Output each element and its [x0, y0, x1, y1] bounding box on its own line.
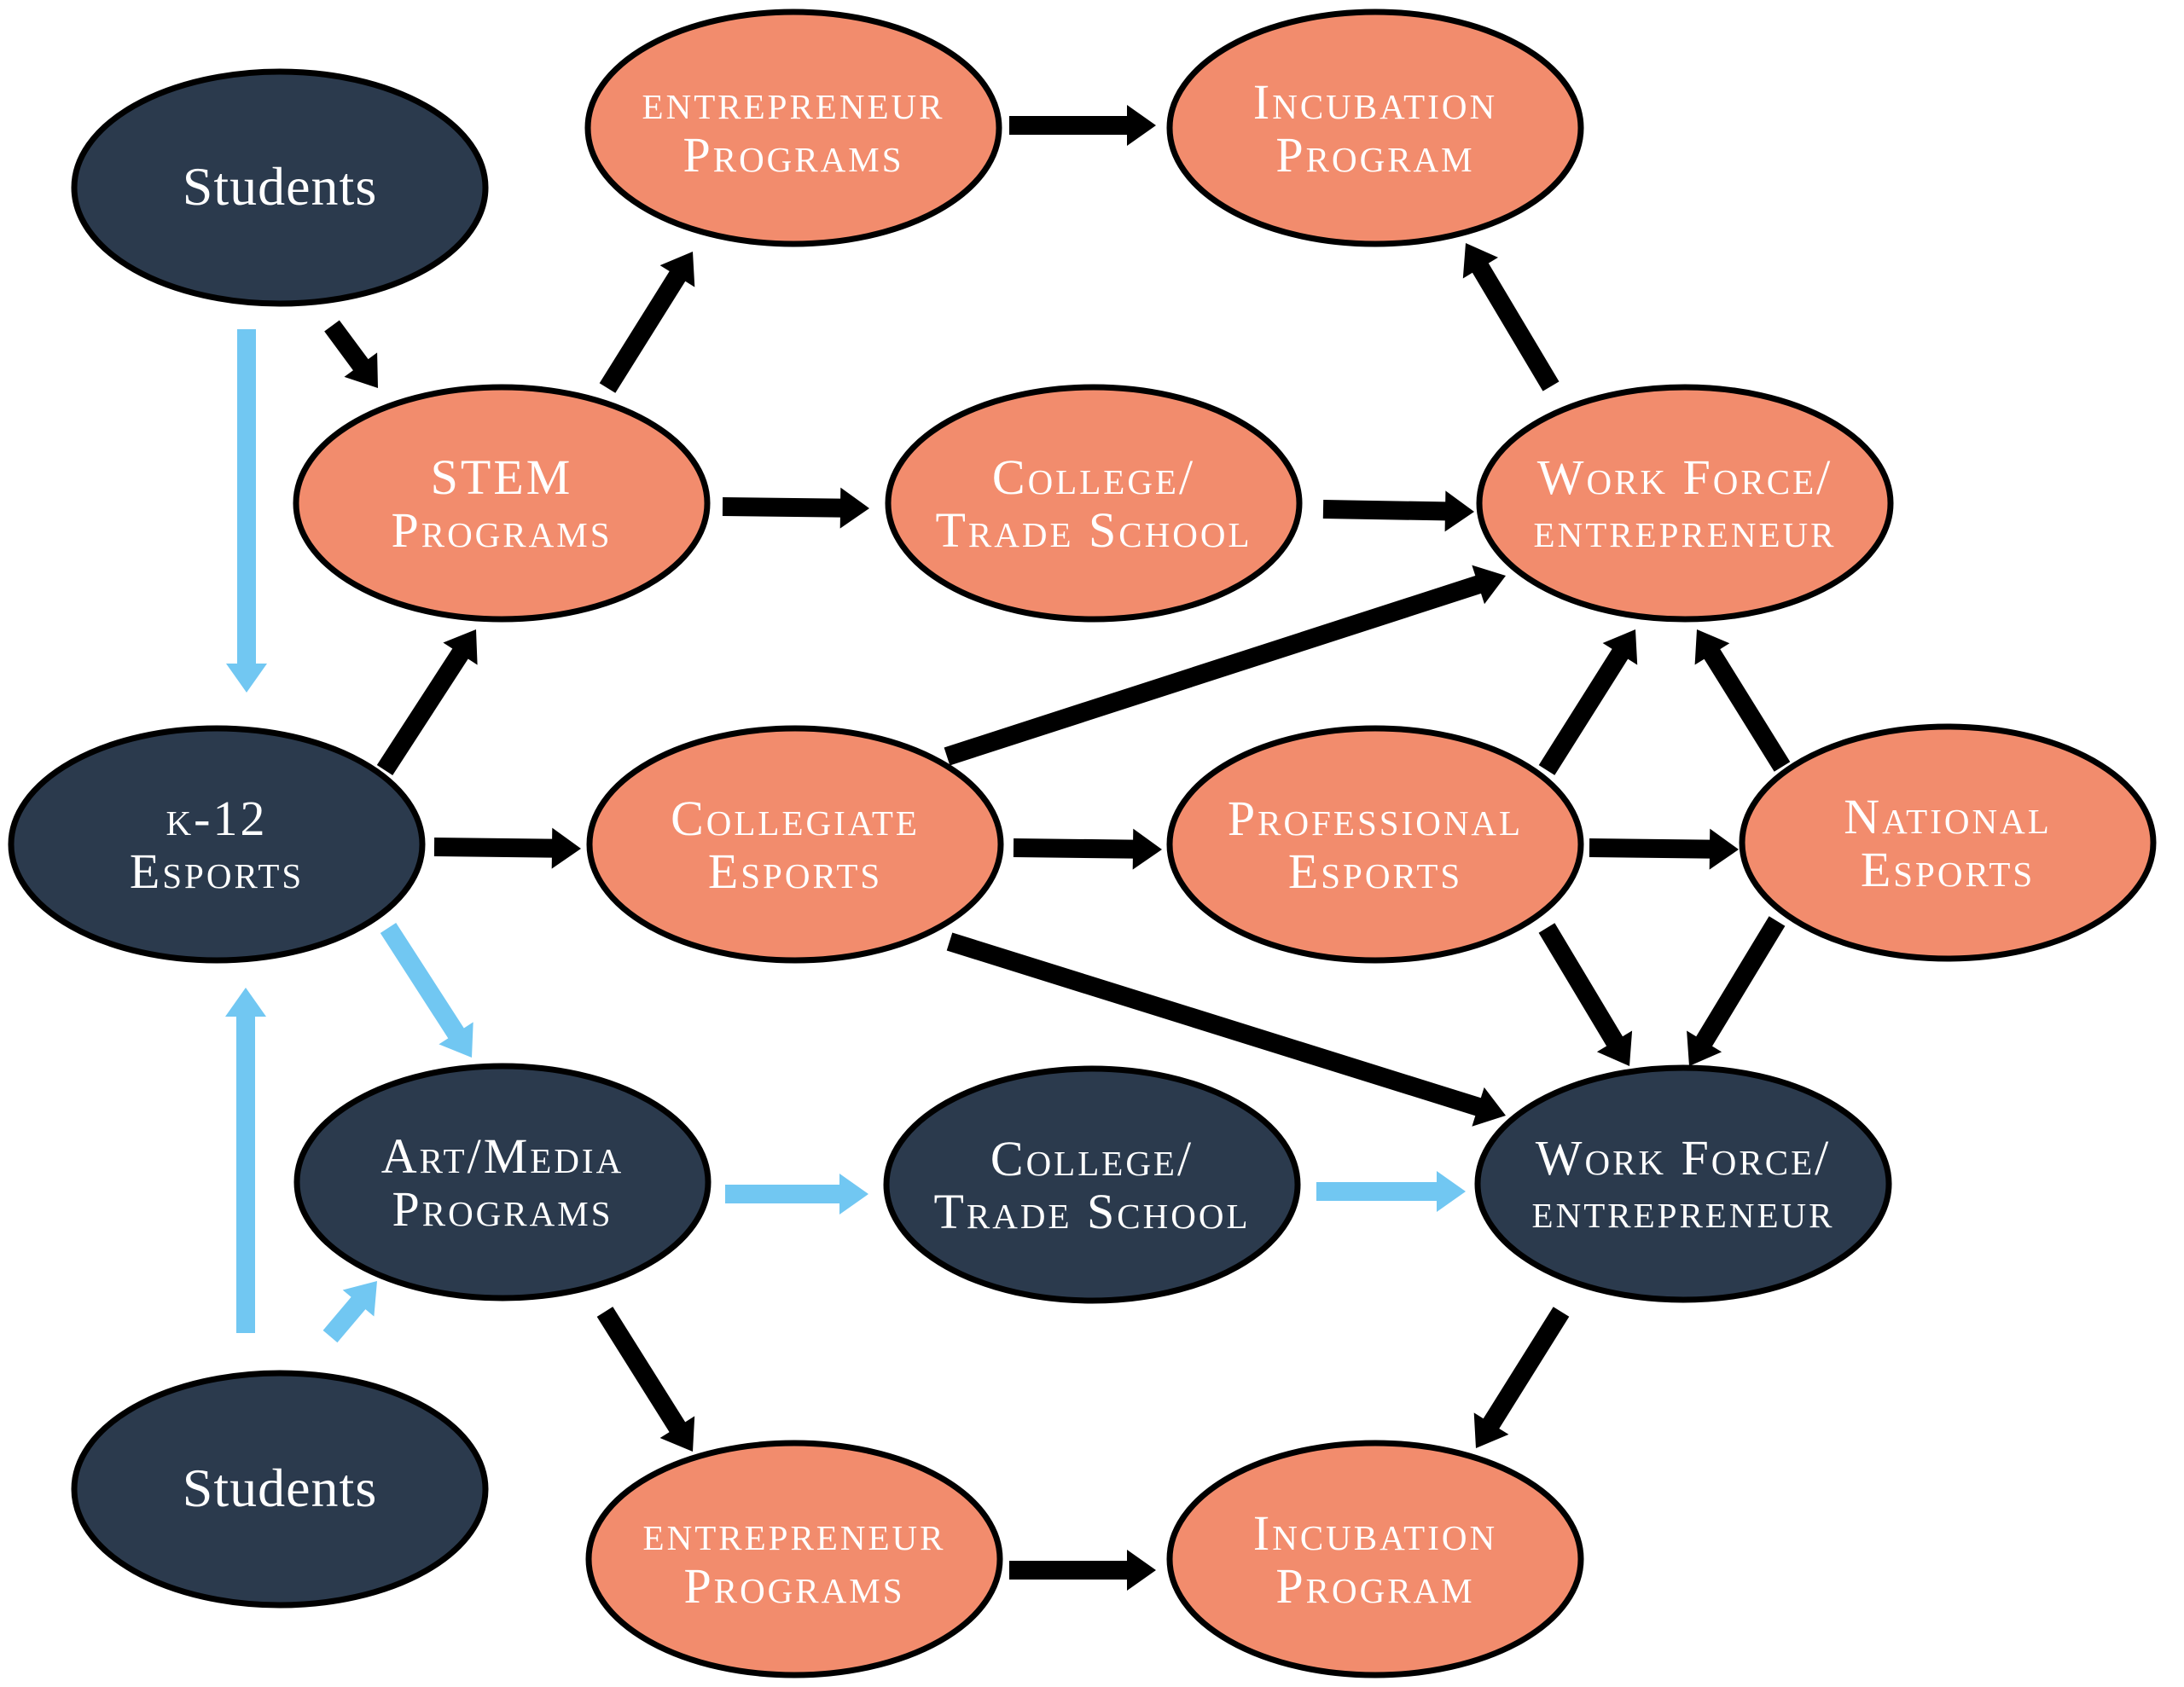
node-label: National [1844, 789, 2052, 844]
node-students-bottom: Students [71, 1370, 489, 1609]
arrow-stem-to-college-top [722, 487, 869, 529]
node-ellipse [8, 725, 426, 964]
node-label: Trade School [935, 502, 1252, 558]
arrow-entrepreneur-top-to-incubation-top [1009, 105, 1156, 146]
node-label: Esports [1288, 844, 1462, 899]
node-ellipse [1166, 9, 1584, 247]
node-ellipse [1476, 384, 1894, 623]
node-label: k-12 [166, 791, 268, 846]
node-label: Students [183, 156, 377, 217]
arrow-professional-to-national [1589, 828, 1739, 870]
node-ellipse [586, 725, 1004, 964]
arrow-stem-to-entrepreneur-top [599, 252, 695, 393]
arrow-workforce-bottom-to-incubation-bottom [1473, 1307, 1570, 1448]
arrow-college-bottom-to-workforce-bottom [1316, 1171, 1466, 1212]
node-label: entrepreneur [643, 1505, 946, 1561]
node-label: Programs [682, 127, 903, 183]
arrow-college-top-to-workforce-top [1322, 490, 1474, 532]
node-label: Esports [1861, 842, 2035, 897]
node-label: Work Force/ [1536, 1130, 1832, 1186]
node-label: Program [1275, 127, 1474, 183]
arrow-students-top-to-k12 [226, 329, 267, 693]
node-college-bottom: College/Trade School [883, 1065, 1301, 1304]
node-college-top: College/Trade School [885, 384, 1303, 623]
node-ellipse [293, 1063, 712, 1301]
arrow-workforce-top-to-incubation-top [1462, 243, 1560, 391]
node-label: Collegiate [671, 791, 920, 846]
node-ellipse [293, 384, 711, 623]
node-students-top: Students [71, 68, 489, 307]
node-label: College/ [992, 449, 1195, 505]
node-label: Students [183, 1458, 377, 1518]
arrows-layer [225, 105, 1791, 1591]
arrow-students-top-to-stem [324, 320, 378, 388]
node-ellipse [71, 68, 489, 307]
node-label: entrepreneur [1534, 502, 1837, 558]
node-ellipse [585, 1440, 1003, 1678]
arrow-professional-to-workforce-top [1538, 629, 1638, 775]
node-label: Programs [683, 1558, 904, 1614]
node-ellipse [1474, 1064, 1892, 1303]
node-label: Programs [391, 502, 612, 558]
node-label: College/ [990, 1131, 1194, 1186]
node-label: STEM [431, 449, 573, 505]
node-ellipse [584, 9, 1002, 247]
node-workforce-top: Work Force/entrepreneur [1476, 384, 1894, 623]
arrow-collegiate-to-workforce-bottom [946, 932, 1506, 1127]
node-label: Work Force/ [1537, 449, 1833, 505]
arrow-national-to-workforce-top [1694, 629, 1791, 772]
node-label: Esports [708, 844, 882, 899]
node-label: Trade School [933, 1184, 1250, 1239]
arrow-national-to-workforce-bottom [1687, 916, 1786, 1066]
node-ellipse [885, 384, 1303, 623]
node-workforce-bottom: Work Force/entrepreneur [1474, 1064, 1892, 1303]
arrow-entrepreneur-bottom-to-incubation-bottom [1009, 1550, 1156, 1591]
node-label: Art/Media [381, 1128, 624, 1184]
arrow-k12-to-art-media [380, 923, 473, 1058]
arrow-collegiate-to-professional [1013, 828, 1162, 870]
arrow-art-media-to-entrepreneur-bottom [596, 1307, 695, 1452]
node-label: Program [1275, 1558, 1474, 1614]
node-label: entrepreneur [1532, 1183, 1835, 1238]
node-ellipse [1166, 725, 1584, 964]
arrow-students-bottom-to-k12 [225, 988, 266, 1333]
arrow-collegiate-to-workforce-top [944, 565, 1506, 766]
arrow-k12-to-collegiate [433, 827, 581, 869]
node-label: Esports [130, 844, 304, 899]
arrow-art-media-to-college-bottom [725, 1174, 868, 1215]
arrow-professional-to-workforce-bottom [1538, 923, 1633, 1066]
arrow-students-bottom-to-art-media [322, 1281, 377, 1343]
node-ellipse [71, 1370, 489, 1609]
node-label: Incubation [1253, 74, 1497, 130]
node-label: entrepreneur [642, 74, 945, 130]
node-ellipse [1739, 723, 2157, 962]
arrow-k12-to-stem [376, 629, 478, 775]
node-label: Programs [392, 1181, 613, 1237]
node-ellipse [883, 1065, 1301, 1304]
node-label: Incubation [1253, 1505, 1497, 1561]
node-ellipse [1166, 1440, 1584, 1678]
node-label: Professional [1228, 791, 1523, 846]
nodes-layer: StudentsentrepreneurProgramsIncubationPr… [8, 9, 2157, 1678]
